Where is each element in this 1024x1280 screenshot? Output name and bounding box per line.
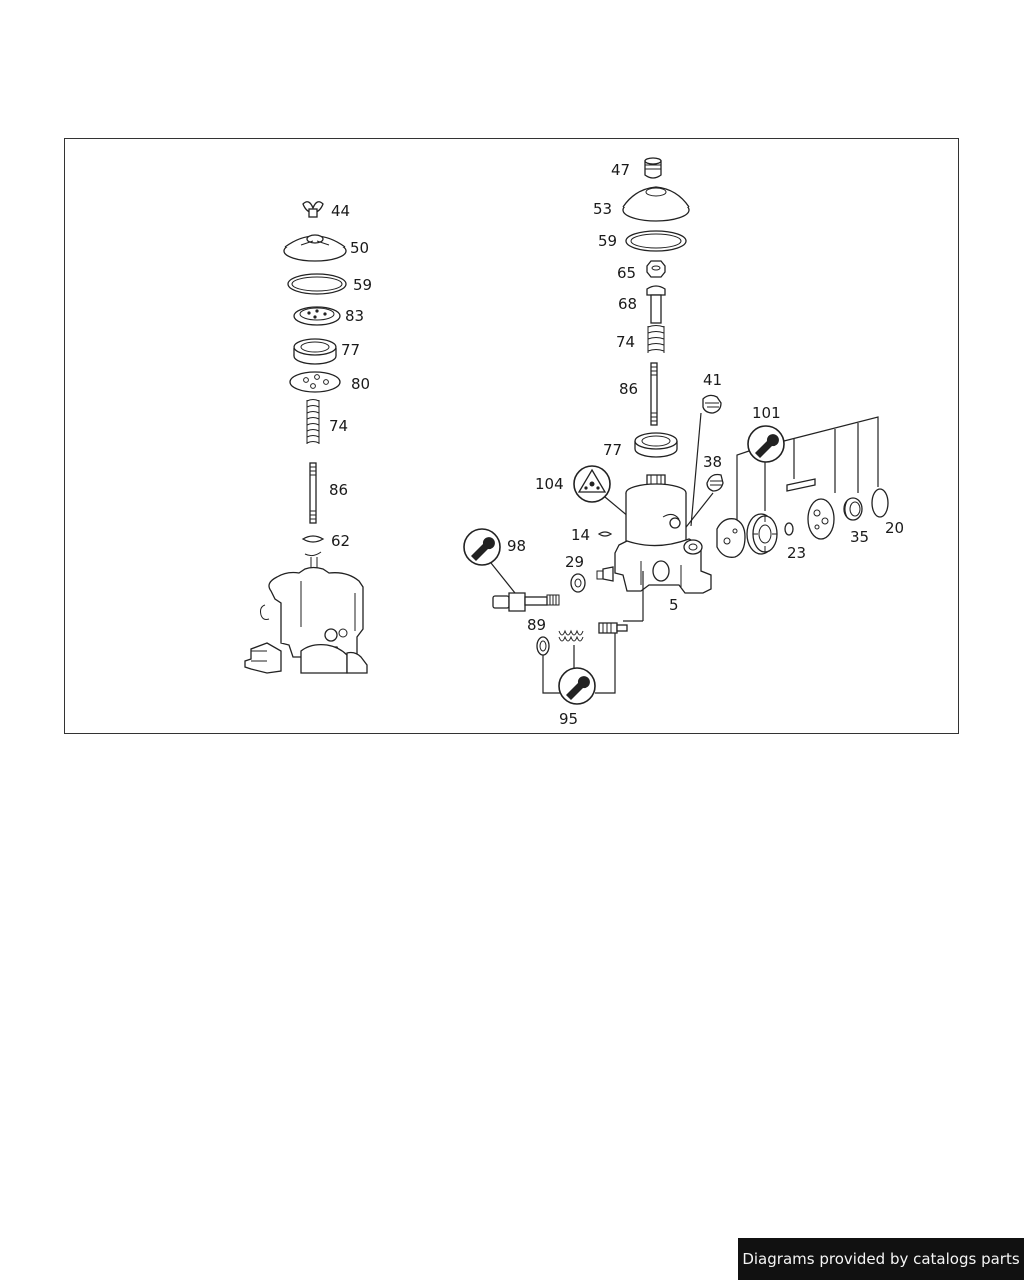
part-pump-cover-plate[interactable] (716, 518, 746, 558)
callout-38: 38 (703, 453, 722, 471)
callout-74-left: 74 (329, 417, 348, 435)
callout-77-right: 77 (603, 441, 622, 459)
callout-98: 98 (507, 537, 526, 555)
part-47-cap[interactable] (644, 157, 662, 179)
part-59-o-ring-right[interactable] (625, 230, 687, 252)
part-86-rod-left[interactable] (309, 462, 317, 524)
part-44-wing-nut[interactable] (302, 201, 324, 218)
part-83-filter-disc[interactable] (293, 306, 341, 326)
callout-86-left: 86 (329, 481, 348, 499)
callout-59-right: 59 (598, 232, 617, 250)
callout-35: 35 (850, 528, 869, 546)
part-98-tool-badge[interactable] (463, 528, 501, 566)
diagram-drawing: 44 50 59 83 77 (244, 157, 904, 728)
callout-74-right: 74 (616, 333, 635, 351)
part-74-spring-right[interactable] (647, 325, 665, 354)
callout-53: 53 (593, 200, 612, 218)
part-77-seal-right[interactable] (634, 432, 678, 458)
part-101-tool-badge[interactable] (747, 425, 785, 463)
credit-banner: Diagrams provided by catalogs parts (738, 1238, 1024, 1280)
exploded-parts-diagram: 44 50 59 83 77 (64, 138, 959, 734)
callout-89: 89 (527, 616, 546, 634)
part-89-seal-ring[interactable] (536, 636, 550, 656)
callout-20: 20 (885, 519, 904, 537)
part-86-rod-right[interactable] (650, 362, 658, 426)
callout-77-left: 77 (341, 341, 360, 359)
part-flow-control-valve[interactable] (598, 622, 628, 634)
part-pump-pin[interactable] (786, 478, 816, 492)
part-valve-spring[interactable] (558, 629, 584, 642)
callout-86-right: 86 (619, 380, 638, 398)
callout-65: 65 (617, 264, 636, 282)
callout-101: 101 (752, 404, 781, 422)
part-59-o-ring[interactable] (287, 273, 347, 295)
callout-104: 104 (535, 475, 564, 493)
part-98-input-shaft[interactable] (492, 592, 560, 612)
part-74-spring-left[interactable] (306, 399, 320, 445)
callout-47: 47 (611, 161, 630, 179)
callout-50: 50 (350, 239, 369, 257)
callout-29: 29 (565, 553, 584, 571)
callout-5: 5 (669, 596, 679, 614)
right-pump-assembly[interactable] (596, 474, 712, 594)
part-pump-rotor[interactable] (746, 513, 778, 555)
callout-80: 80 (351, 375, 370, 393)
part-38-plug[interactable] (706, 473, 724, 492)
part-23-ring[interactable] (784, 522, 794, 536)
part-77-seal-left[interactable] (293, 338, 337, 365)
part-53-cover[interactable] (622, 186, 690, 222)
callout-62: 62 (331, 532, 350, 550)
callout-14: 14 (571, 526, 590, 544)
left-pump-assembly[interactable] (244, 551, 368, 674)
part-20-snap-ring[interactable] (871, 488, 889, 518)
callout-44: 44 (331, 202, 350, 220)
part-80-valve-plate[interactable] (289, 371, 341, 393)
part-65-nut[interactable] (646, 260, 666, 278)
callout-23: 23 (787, 544, 806, 562)
callout-59-left: 59 (353, 276, 372, 294)
part-14-clip[interactable] (597, 531, 613, 537)
part-62-clip[interactable] (301, 535, 325, 543)
part-35-seal[interactable] (843, 497, 863, 521)
part-29-washer[interactable] (570, 573, 586, 593)
callout-95: 95 (559, 710, 578, 728)
part-50-cover[interactable] (283, 234, 347, 262)
part-104-badge[interactable] (573, 465, 611, 503)
callout-68: 68 (618, 295, 637, 313)
part-68-bolt[interactable] (646, 285, 666, 324)
callout-83: 83 (345, 307, 364, 325)
part-pump-pressure-plate[interactable] (807, 498, 835, 540)
part-41-plug[interactable] (702, 394, 722, 414)
part-95-tool-badge[interactable] (558, 667, 596, 705)
callout-41: 41 (703, 371, 722, 389)
